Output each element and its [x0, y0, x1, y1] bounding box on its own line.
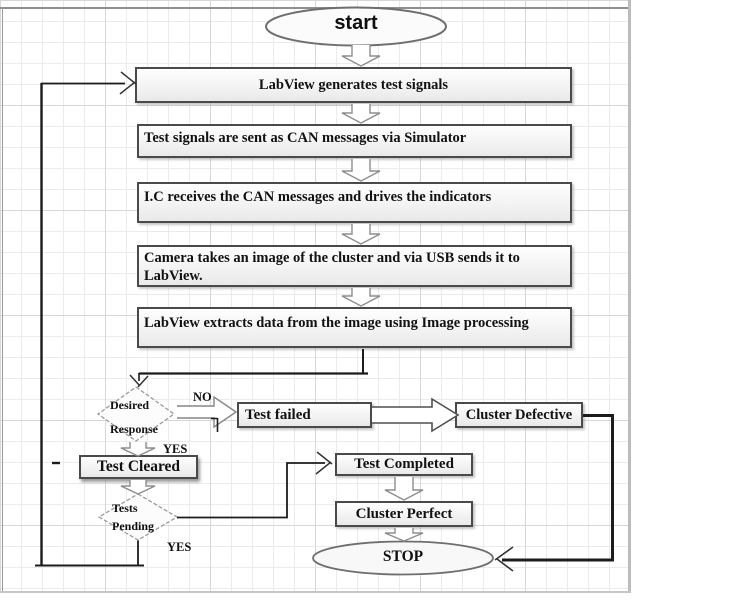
start-label: start: [334, 12, 378, 34]
stop-label: STOP: [382, 548, 424, 565]
box-test-completed: Test Completed: [335, 453, 473, 476]
decision-desired-response-label: Desired Response: [98, 393, 188, 441]
desired-response-line1: Desired: [110, 398, 150, 412]
desired-response-line2: Response: [110, 422, 159, 436]
process-box-image-processing: LabView extracts data from the image usi…: [137, 307, 572, 348]
canvas-border-top: [0, 7, 631, 9]
box-cluster-defective: Cluster Defective: [455, 402, 583, 428]
canvas-border-left: [2, 7, 3, 592]
decision-tests-pending-label: Tests Pending: [99, 499, 192, 535]
box-cluster-perfect: Cluster Perfect: [335, 501, 473, 527]
process-box-send-can-messages: Test signals are sent as CAN messages vi…: [137, 124, 572, 158]
process-box-camera-image: Camera takes an image of the cluster and…: [137, 245, 572, 287]
edge-label-yes-desired: YES: [163, 442, 188, 456]
canvas-border-right: [628, 0, 631, 592]
canvas-border-bottom: [0, 591, 631, 593]
edge-label-yes-pending: YES: [167, 540, 192, 554]
box-test-failed: Test failed: [237, 402, 372, 428]
process-box-generate-signals: LabView generates test signals: [135, 67, 572, 103]
process-box-ic-receives: I.C receives the CAN messages and drives…: [137, 182, 572, 223]
tests-pending-line1: Tests: [112, 501, 138, 515]
edge-label-no: NO: [193, 390, 212, 404]
box-test-cleared: Test Cleared: [79, 455, 198, 479]
tests-pending-line2: Pending: [112, 519, 155, 533]
